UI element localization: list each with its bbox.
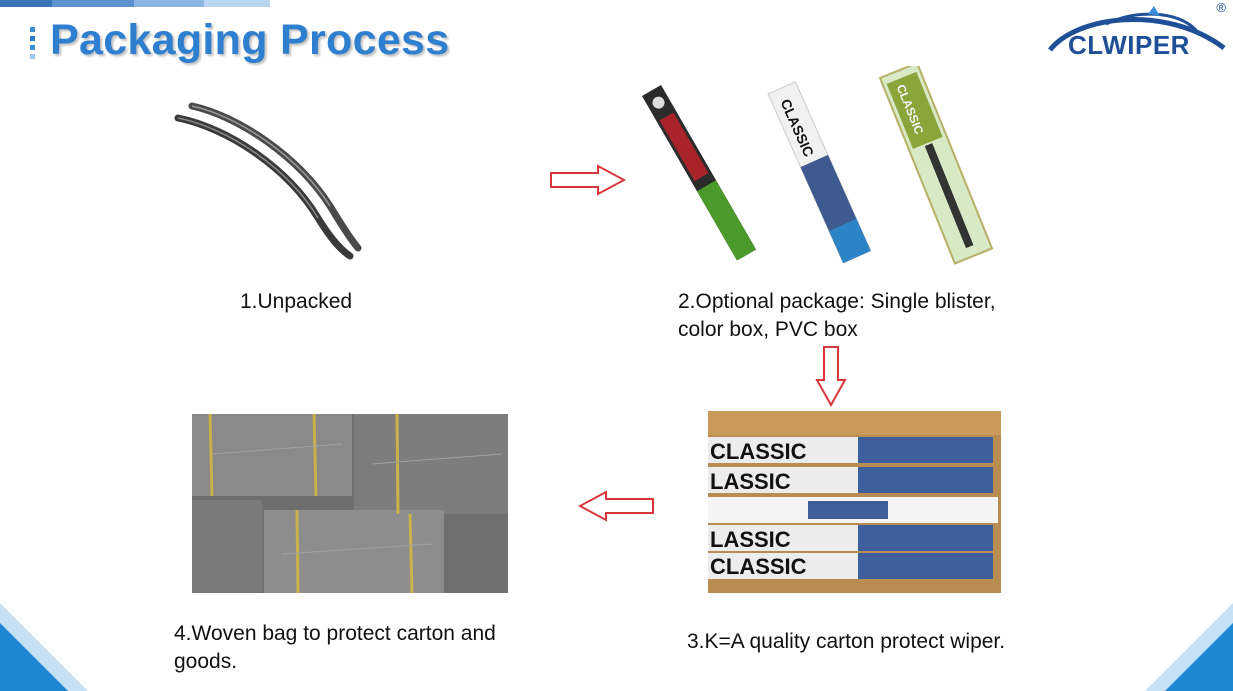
step3-caption: 3.K=A quality carton protect wiper. [687,630,1006,653]
carton-row-2-label: LASSIC [710,469,791,494]
top-accent-bar-4 [204,0,270,7]
left-arrow-icon [578,490,654,522]
logo-swoosh-icon [1048,6,1226,52]
step4-caption: 4.Woven bag to protect carton and goods. [174,620,496,676]
carton-row-3-label: LASSIC [710,527,791,552]
corner-decoration-right [1165,623,1233,691]
top-accent-bar-2 [52,0,134,7]
corner-decoration-left [0,623,68,691]
step2-caption: 2.Optional package: Single blister, colo… [678,288,996,344]
down-arrow-icon [815,346,847,408]
step1-caption: 1.Unpacked [240,290,353,313]
package-options-photo: CLASSIC CLASSIC [636,66,1036,266]
page-title: Packaging Process [50,16,450,64]
clwiper-logo: CLWIPER ® [1046,0,1228,62]
logo-text: CLWIPER [1068,30,1190,60]
step4-caption-line1: 4.Woven bag to protect carton and [174,622,496,645]
unpacked-wipers-photo [168,98,368,263]
carton-row-4-label: CLASSIC [710,554,807,579]
step4-caption-line2: goods. [174,650,238,673]
carton-photo: CLASSIC LASSIC LASSIC CLASSIC [708,411,1001,593]
right-arrow-icon [550,164,627,196]
carton-row-1-label: CLASSIC [710,439,807,464]
woven-bags-photo [192,414,508,593]
top-accent-bar-1 [0,0,52,7]
top-accent-bar-3 [134,0,204,7]
step2-caption-line2: color box, PVC box [678,318,858,341]
registered-mark: ® [1216,0,1226,15]
step2-caption-line1: 2.Optional package: Single blister, [678,290,996,313]
title-bullet-dots [30,27,36,63]
